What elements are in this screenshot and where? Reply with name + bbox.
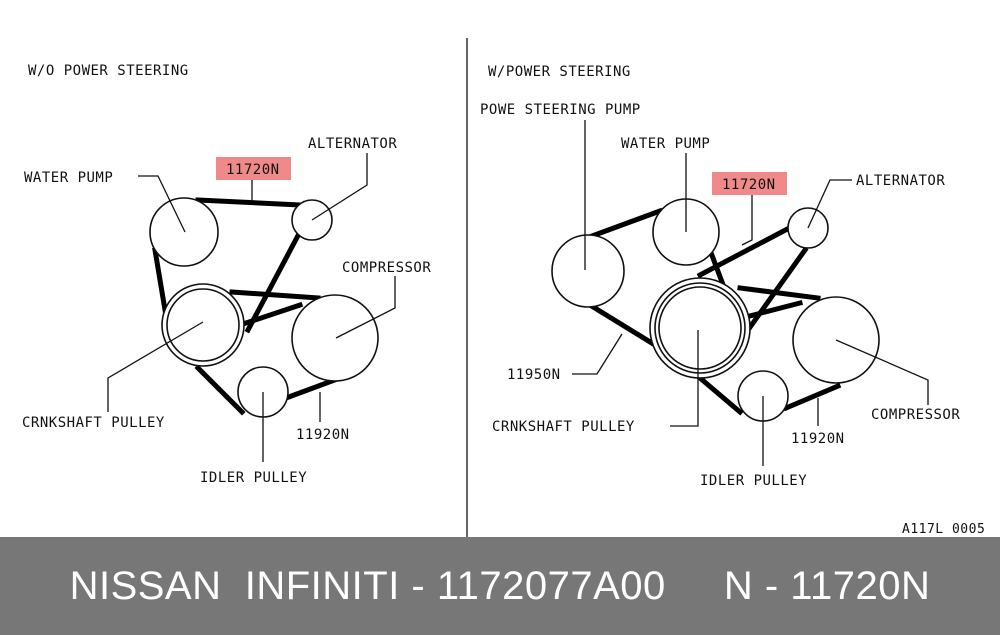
left-alternator-leader [311,153,368,221]
right-compressor-leader [835,339,929,405]
right-belt-11720n-diag [744,246,809,334]
right-11950n-leader [572,333,623,375]
left-water-pump-pulley [149,197,219,267]
left-crankshaft-label: CRNKSHAFT PULLEY [22,415,165,431]
right-ps-pump-pulley [551,234,625,308]
left-compressor-leader [335,276,396,339]
right-11920n-label: 11920N [791,431,845,447]
left-11720n-highlight [216,157,291,180]
left-alternator-label: ALTERNATOR [308,136,397,152]
left-belt-11920n-cross [236,301,304,329]
right-belt-11950n-bottom [586,301,659,349]
right-belt-11920n-right [782,382,842,412]
right-11720n-highlight [712,172,787,195]
left-compressor-label: COMPRESSOR [342,260,431,276]
diagram-code: A117L 0005 [902,522,985,537]
right-crankshaft-leader [670,330,699,427]
right-crankshaft-pulley-inner [658,286,742,370]
footer-part-number: NISSAN INFINITI - 1172077A00 N - 11720N [69,563,931,608]
right-panel: W/POWER STEERING [480,64,960,489]
right-water-pump-label: WATER PUMP [621,136,710,152]
left-belt-11920n-top [229,289,321,301]
right-idler-label: IDLER PULLEY [700,473,807,489]
left-11720n-label: 11720N [226,162,280,178]
left-belt-11720n-diag [244,224,306,334]
right-ps-pump-label: POWE STEERING PUMP [480,102,641,118]
left-belt-11920n-lower [194,364,246,416]
right-belt-11920n-lower [696,374,744,416]
left-crankshaft-pulley-inner [166,288,240,362]
right-alternator-leader [807,179,852,229]
left-panel: W/O POWER STEERING WAT [22,63,431,486]
right-alternator-label: ALTERNATOR [856,173,945,189]
left-belt-11720n-top [195,197,303,208]
left-crankshaft-leader [107,321,204,412]
left-11920n-label: 11920N [296,427,350,443]
left-idler-label: IDLER PULLEY [200,470,307,486]
right-belt-11950n-top [588,207,664,240]
right-belt-11920n-cross [738,299,804,322]
right-crankshaft-label: CRNKSHAFT PULLEY [492,419,635,435]
right-compressor-label: COMPRESSOR [871,407,960,423]
left-water-pump-label: WATER PUMP [24,170,113,186]
right-belt-11920n-top [737,285,821,301]
right-11720n-leader [741,195,753,246]
right-11720n-label: 11720N [722,177,776,193]
left-water-pump-leader [138,175,186,233]
left-panel-title: W/O POWER STEERING [28,63,189,79]
left-belt-11720n-left [152,247,168,313]
right-panel-title: W/POWER STEERING [488,64,631,80]
left-compressor-pulley [291,294,379,382]
footer-bar: NISSAN INFINITI - 1172077A00 N - 11720N [0,537,1000,635]
right-11950n-label: 11950N [507,367,561,383]
